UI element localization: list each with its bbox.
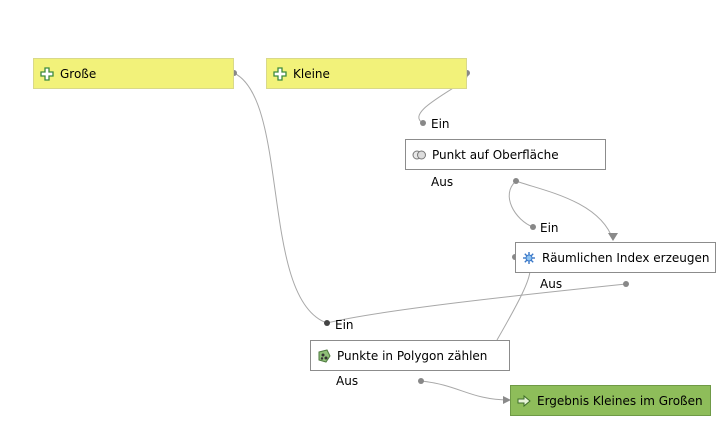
port-label-in: Ein	[431, 117, 450, 131]
port-count-in	[324, 320, 330, 326]
algorithm-node-count-points[interactable]: Punkte in Polygon zählen	[310, 340, 510, 371]
input-label-grosse: Große	[60, 66, 97, 81]
port-count-out	[418, 378, 424, 384]
input-label-kleine: Kleine	[293, 66, 330, 81]
port-label-in: Ein	[335, 318, 354, 332]
port-spatial-index-in	[530, 224, 536, 230]
wire-grosse-to-count	[233, 72, 328, 324]
algorithm-label-point-on-surface: Punkt auf Oberfläche	[432, 147, 559, 162]
wire-count-to-output	[420, 380, 511, 401]
algorithm-node-spatial-index[interactable]: Räumlichen Index erzeugen	[515, 242, 716, 273]
add-input-icon	[273, 66, 287, 81]
port-label-out: Aus	[431, 175, 454, 189]
algorithm-label-spatial-index: Räumlichen Index erzeugen	[542, 250, 710, 265]
input-node-kleine[interactable]: Kleine	[266, 58, 467, 89]
port-point-on-surface-out	[513, 178, 519, 184]
output-arrow-icon	[517, 394, 531, 407]
arrowhead-output	[503, 396, 511, 404]
input-node-grosse[interactable]: Große	[33, 58, 234, 89]
algorithm-node-point-on-surface[interactable]: Punkt auf Oberfläche	[405, 139, 606, 170]
point-on-surface-icon	[412, 150, 426, 159]
algorithm-label-count-points: Punkte in Polygon zählen	[337, 348, 488, 363]
add-input-icon	[40, 66, 54, 81]
wire-spatial-index-to-count	[326, 283, 627, 324]
count-points-icon	[318, 348, 331, 363]
output-label-result: Ergebnis Kleines im Großen	[537, 393, 703, 408]
spatial-index-icon	[523, 251, 535, 264]
wire-kleine-to-point-on-surface	[418, 72, 469, 124]
wire-spatial-index-loop	[496, 269, 531, 341]
port-spatial-index-out	[623, 281, 629, 287]
port-label-out: Aus	[336, 374, 359, 388]
wire-point-on-surface-to-spatial-index	[515, 180, 614, 241]
wire-point-on-surface-out-to-spatial-in	[508, 180, 534, 228]
port-label-out: Aus	[540, 277, 563, 291]
arrowhead-spatial-index	[608, 233, 618, 241]
port-label-in: Ein	[540, 221, 559, 235]
port-point-on-surface-in	[420, 120, 426, 126]
output-node-result[interactable]: Ergebnis Kleines im Großen	[510, 385, 711, 416]
